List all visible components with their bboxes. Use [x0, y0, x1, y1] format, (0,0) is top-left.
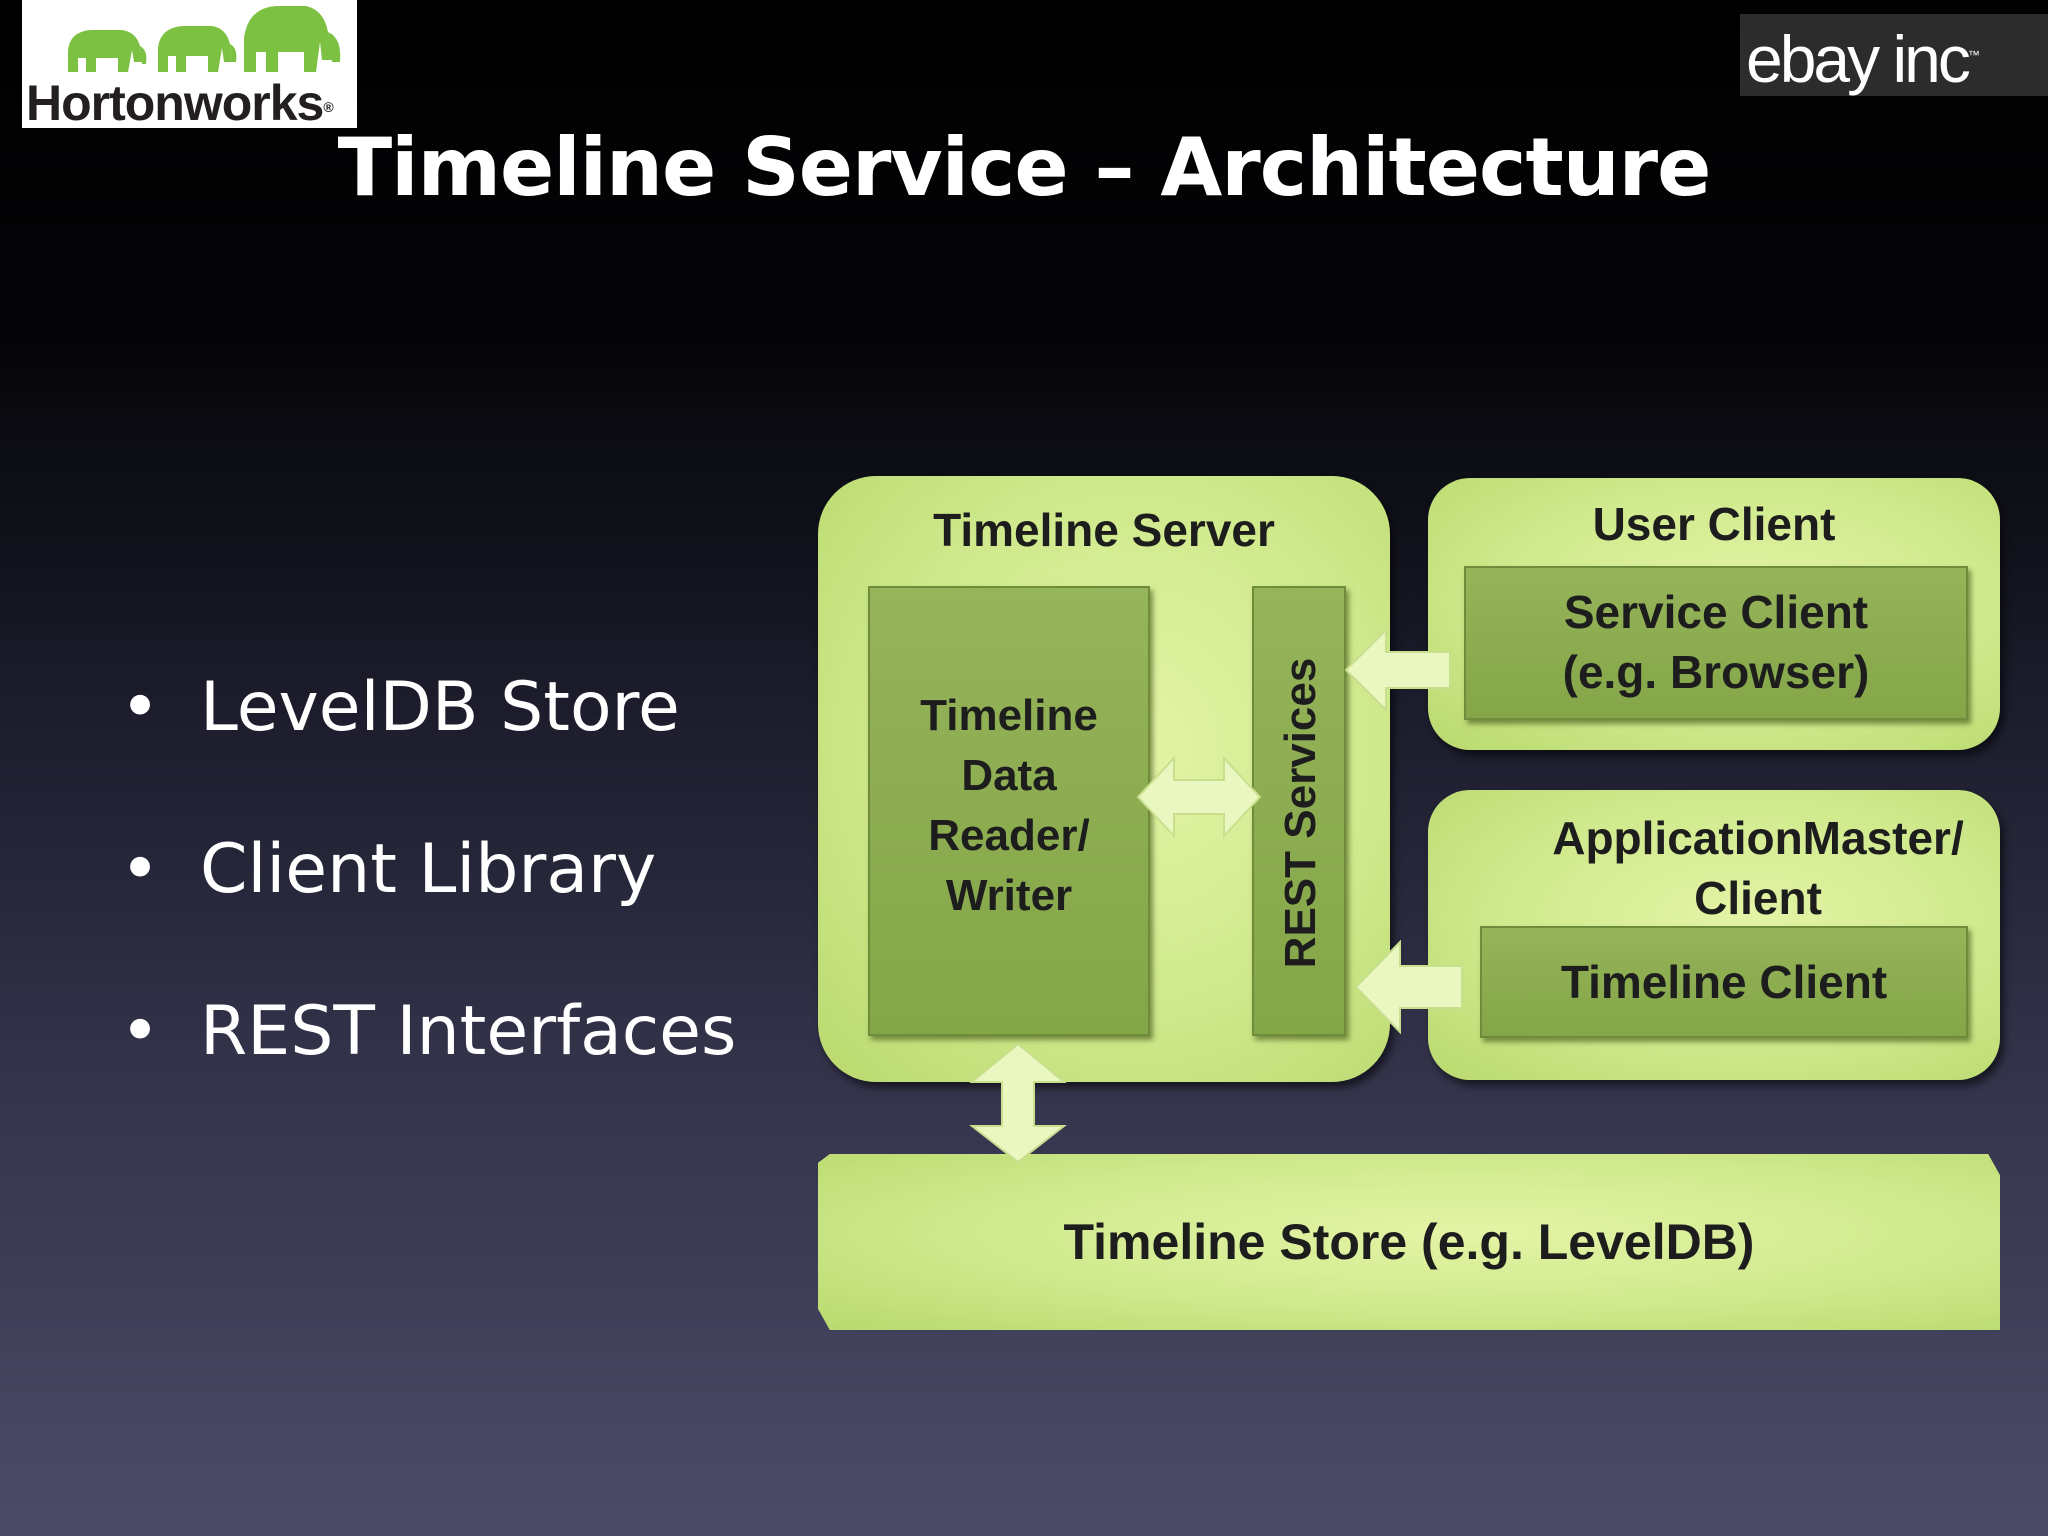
- bullet-marker: •: [120, 668, 161, 747]
- user-client-arrow: [1344, 628, 1451, 712]
- timeline-client-arrow: [1354, 940, 1463, 1034]
- user-client-title: User Client: [1592, 498, 1836, 550]
- application-master-client-box: ApplicationMaster/ Client Timeline Clien…: [1428, 790, 2000, 1080]
- timeline-client-label: Timeline Client: [1560, 956, 1888, 1008]
- bullet-text: LevelDB Store: [200, 668, 680, 747]
- timeline-server-title: Timeline Server: [933, 504, 1275, 556]
- user-client-box: User Client Service Client (e.g. Browser…: [1428, 478, 2000, 750]
- reader-writer-label: Timeline Data Reader/ Writer: [920, 691, 1098, 920]
- ebay-inc-logo: ebay inc™: [1740, 14, 2048, 96]
- rest-services-label: REST Services: [1276, 657, 1325, 969]
- bullet-text: REST Interfaces: [200, 992, 737, 1071]
- timeline-store-label: Timeline Store (e.g. LevelDB): [1063, 1214, 1755, 1270]
- elephant-icon: [68, 6, 341, 72]
- timeline-store-box: Timeline Store (e.g. LevelDB): [818, 1154, 2000, 1330]
- bullet-text: Client Library: [200, 830, 657, 909]
- service-client-label: Service Client (e.g. Browser): [1562, 586, 1870, 698]
- timeline-client-box: Timeline Client: [1480, 926, 1968, 1038]
- service-client-box: Service Client (e.g. Browser): [1464, 566, 1968, 720]
- timeline-data-reader-writer-box: Timeline Data Reader/ Writer: [868, 586, 1150, 1036]
- timeline-server-box: Timeline Server Timeline Data Reader/ Wr…: [818, 476, 1390, 1082]
- hortonworks-wordmark: Hortonworks®: [26, 75, 334, 131]
- bidirectional-vertical-arrow: [969, 1042, 1067, 1164]
- application-master-client-title: ApplicationMaster/ Client: [1552, 812, 1964, 924]
- slide-title: Timeline Service – Architecture: [337, 121, 1712, 214]
- hortonworks-logo: Hortonworks®: [22, 0, 357, 128]
- rest-services-box: REST Services: [1252, 586, 1346, 1036]
- bidirectional-horizontal-arrow: [1136, 755, 1262, 839]
- bullet-marker: •: [120, 830, 161, 909]
- bullet-marker: •: [120, 992, 161, 1071]
